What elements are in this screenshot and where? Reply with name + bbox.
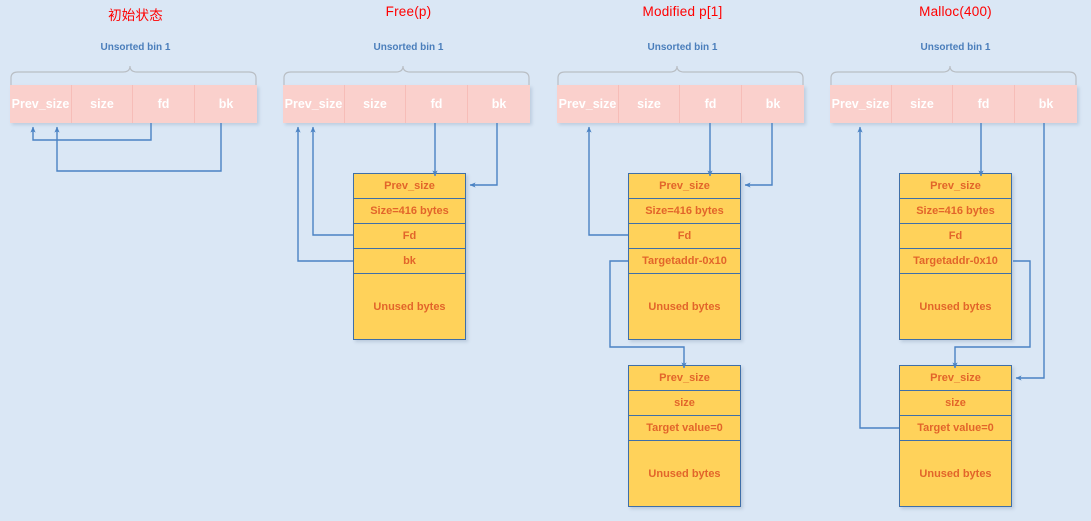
chunk-row-size: size bbox=[629, 391, 740, 416]
column-title: Modified p[1] bbox=[642, 4, 723, 19]
bin-cell-size: size bbox=[345, 85, 406, 123]
column-title: Free(p) bbox=[385, 4, 432, 19]
unsorted-bin-row: Prev_size size fd bk bbox=[10, 85, 257, 123]
bin-label: Unsorted bin 1 bbox=[100, 42, 171, 53]
chunk-row-prev-size: Prev_size bbox=[354, 174, 465, 199]
chunk-row-prev-size: Prev_size bbox=[900, 366, 1011, 391]
chunk-row-target-value: Target value=0 bbox=[629, 416, 740, 441]
bin-cell-bk: bk bbox=[1015, 85, 1077, 123]
chunk-row-prev-size: Prev_size bbox=[629, 174, 740, 199]
bin-cell-size: size bbox=[72, 85, 133, 123]
bin-cell-size: size bbox=[892, 85, 953, 123]
chunk-row-prev-size: Prev_size bbox=[629, 366, 740, 391]
unsorted-bin-row: Prev_size size fd bk bbox=[557, 85, 804, 123]
unsorted-bin-row: Prev_size size fd bk bbox=[283, 85, 530, 123]
chunk-row-target-value: Target value=0 bbox=[900, 416, 1011, 441]
bin-label: Unsorted bin 1 bbox=[647, 42, 718, 53]
bin-cell-fd: fd bbox=[406, 85, 468, 123]
column-modified-p1: Modified p[1] Unsorted bin 1 Prev_size s… bbox=[547, 0, 818, 521]
chunk-row-unused: Unused bytes bbox=[900, 441, 1011, 506]
bin-cell-prev-size: Prev_size bbox=[830, 85, 892, 123]
chunk-target-after: Prev_size size Target value=0 Unused byt… bbox=[899, 365, 1012, 507]
column-title: Malloc(400) bbox=[919, 4, 992, 19]
bin-cell-size: size bbox=[619, 85, 680, 123]
chunk-target: Prev_size size Target value=0 Unused byt… bbox=[628, 365, 741, 507]
column-initial-state: 初始状态 Unsorted bin 1 Prev_size size fd bk bbox=[0, 0, 271, 521]
chunk-row-fd: Fd bbox=[354, 224, 465, 249]
chunk-row-unused: Unused bytes bbox=[900, 274, 1011, 339]
column-title: 初始状态 bbox=[108, 8, 163, 23]
chunk-row-target-addr: Targetaddr-0x10 bbox=[900, 249, 1011, 274]
chunk-malloc: Prev_size Size=416 bytes Fd Targetaddr-0… bbox=[899, 173, 1012, 340]
chunk-row-size: Size=416 bytes bbox=[900, 199, 1011, 224]
chunk-modified: Prev_size Size=416 bytes Fd Targetaddr-0… bbox=[628, 173, 741, 340]
chunk-row-prev-size: Prev_size bbox=[900, 174, 1011, 199]
bin-cell-bk: bk bbox=[742, 85, 804, 123]
bin-cell-fd: fd bbox=[133, 85, 195, 123]
column-malloc-400: Malloc(400) Unsorted bin 1 Prev_size siz… bbox=[820, 0, 1091, 521]
chunk-row-unused: Unused bytes bbox=[629, 441, 740, 506]
column-free-p: Free(p) Unsorted bin 1 Prev_size size fd… bbox=[273, 0, 544, 521]
unsorted-bin-row: Prev_size size fd bk bbox=[830, 85, 1077, 123]
bin-cell-fd: fd bbox=[680, 85, 742, 123]
bin-cell-fd: fd bbox=[953, 85, 1015, 123]
chunk-freed: Prev_size Size=416 bytes Fd bk Unused by… bbox=[353, 173, 466, 340]
chunk-row-bk: bk bbox=[354, 249, 465, 274]
bin-cell-prev-size: Prev_size bbox=[10, 85, 72, 123]
bin-cell-bk: bk bbox=[195, 85, 257, 123]
chunk-row-size: Size=416 bytes bbox=[629, 199, 740, 224]
bin-cell-prev-size: Prev_size bbox=[283, 85, 345, 123]
chunk-row-unused: Unused bytes bbox=[354, 274, 465, 339]
bin-label: Unsorted bin 1 bbox=[920, 42, 991, 53]
chunk-row-unused: Unused bytes bbox=[629, 274, 740, 339]
chunk-row-fd: Fd bbox=[629, 224, 740, 249]
chunk-row-size: size bbox=[900, 391, 1011, 416]
chunk-row-target-addr: Targetaddr-0x10 bbox=[629, 249, 740, 274]
bin-label: Unsorted bin 1 bbox=[373, 42, 444, 53]
chunk-row-size: Size=416 bytes bbox=[354, 199, 465, 224]
chunk-row-fd: Fd bbox=[900, 224, 1011, 249]
bin-cell-prev-size: Prev_size bbox=[557, 85, 619, 123]
bin-cell-bk: bk bbox=[468, 85, 530, 123]
